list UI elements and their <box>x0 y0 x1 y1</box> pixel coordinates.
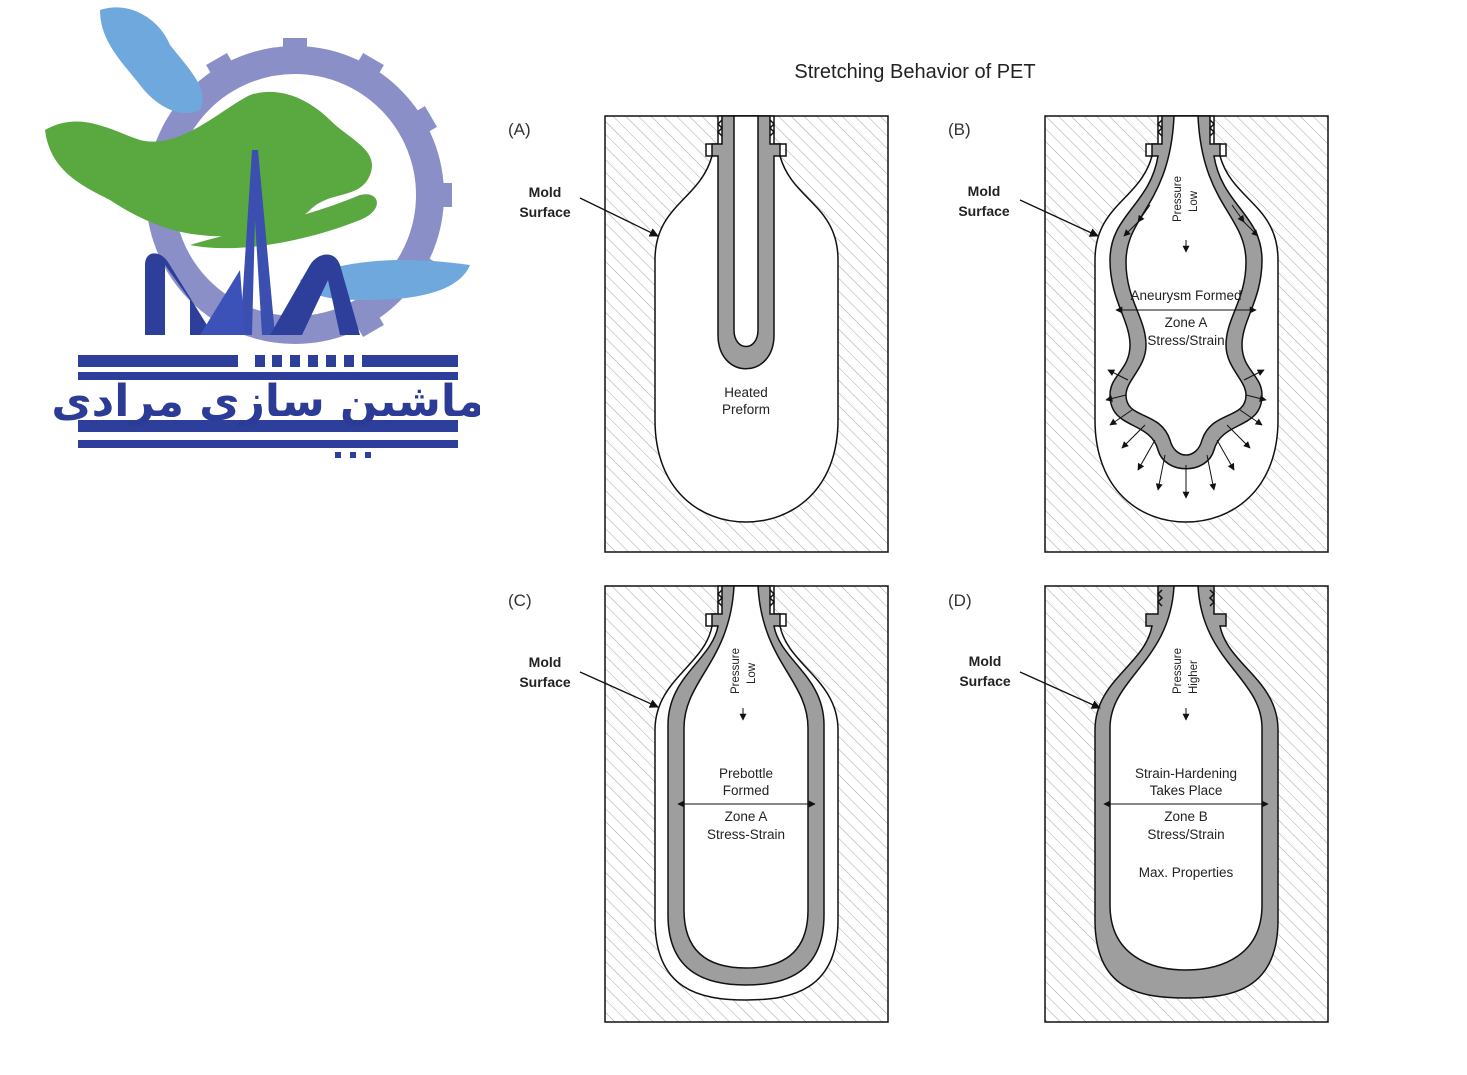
panel-b: (B) Mold Surface Pressure Low Aneurysm F… <box>948 115 1329 553</box>
panel-c-text: Prebottle <box>719 766 773 781</box>
panel-d-pressure: Pressure <box>1172 648 1184 694</box>
panel-c: (C) Mold Surface Pressure Low Prebottle … <box>508 585 889 1023</box>
panel-d-mold-label: Mold <box>969 653 1002 669</box>
company-logo: ماشین سازی مرادی <box>45 7 480 458</box>
panel-a-surface-label: Surface <box>519 204 571 220</box>
panel-d: (D) Mold Surface Pressure Higher Strain-… <box>948 585 1329 1023</box>
panel-c-text: Formed <box>723 783 770 798</box>
mm-letters <box>145 150 360 335</box>
panel-b-surface-label: Surface <box>958 203 1010 219</box>
panel-c-mold-label: Mold <box>529 654 562 670</box>
panel-c-text: Zone A <box>725 809 768 824</box>
panel-b-text: Stress/Strain <box>1147 333 1224 348</box>
panel-d-text: Stress/Strain <box>1147 827 1224 842</box>
panel-d-text: Takes Place <box>1150 783 1223 798</box>
panel-a-label: (A) <box>508 120 531 139</box>
panel-a-text: Preform <box>722 402 770 417</box>
panel-c-pressure-level: Low <box>746 662 758 684</box>
panel-c-label: (C) <box>508 591 532 610</box>
panel-b-text: Aneurysm Formed <box>1130 288 1241 303</box>
panel-c-surface-label: Surface <box>519 674 571 690</box>
panel-b-label: (B) <box>948 120 971 139</box>
panel-d-text: Max. Properties <box>1139 865 1234 880</box>
map-green-shape <box>45 91 372 237</box>
panel-d-text: Zone B <box>1164 809 1208 824</box>
panel-d-text: Strain-Hardening <box>1135 766 1237 781</box>
map-lightblue-shape <box>100 7 470 300</box>
panel-b-mold-label: Mold <box>968 183 1001 199</box>
panel-d-pressure-level: Higher <box>1188 660 1200 694</box>
panel-d-label: (D) <box>948 591 972 610</box>
logo-persian-text: ماشین سازی مرادی <box>51 376 480 427</box>
panel-a: (A) Mold Surface Heated Preform <box>508 115 889 553</box>
panel-c-text: Stress-Strain <box>707 827 785 842</box>
panel-b-pressure-level: Low <box>1188 190 1200 212</box>
panel-a-text: Heated <box>724 385 768 400</box>
panel-c-pressure: Pressure <box>730 648 742 694</box>
panel-d-surface-label: Surface <box>959 673 1011 689</box>
panel-a-mold-label: Mold <box>529 184 562 200</box>
panel-b-pressure: Pressure <box>1172 176 1184 222</box>
diagram-title: Stretching Behavior of PET <box>794 61 1035 83</box>
panel-b-text: Zone A <box>1165 315 1208 330</box>
